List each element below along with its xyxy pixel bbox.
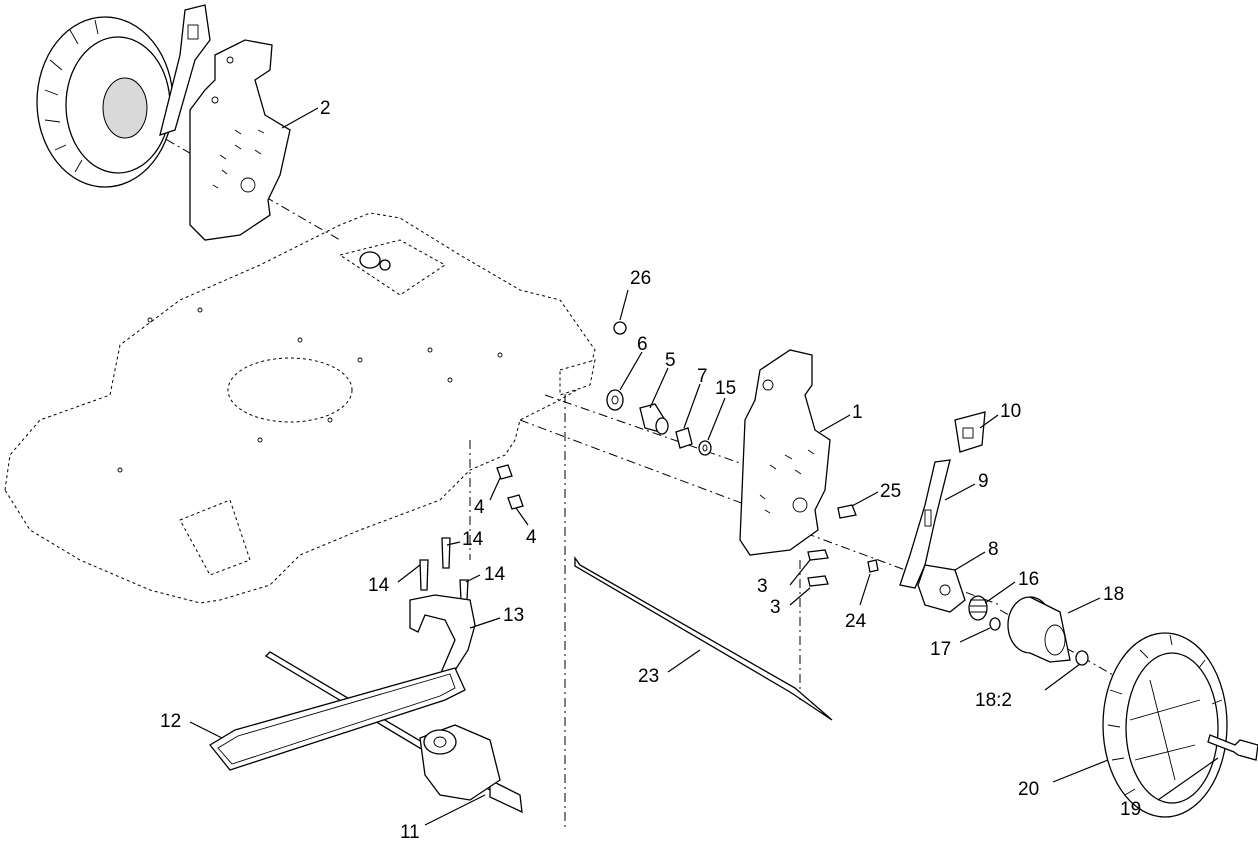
callout-18-2: 18:2 <box>975 690 1012 711</box>
callout-24: 24 <box>845 611 867 632</box>
callout-8: 8 <box>988 539 999 560</box>
bolts-3 <box>807 549 829 587</box>
callout-18: 18 <box>1103 584 1124 605</box>
spacer-7 <box>675 427 693 449</box>
callout-9: 9 <box>978 471 989 492</box>
callout-1: 1 <box>852 402 863 423</box>
callout-labels: 2 26 6 5 7 15 1 10 9 25 8 16 18 17 18:2 … <box>160 98 1141 843</box>
callout-25: 25 <box>880 481 901 502</box>
callout-4b: 4 <box>526 527 537 548</box>
callout-2: 2 <box>320 98 331 119</box>
wheel-bracket-left <box>189 39 291 241</box>
transmission-housing <box>419 724 501 801</box>
bushing-6 <box>606 389 624 411</box>
rear-axle-23 <box>574 555 833 721</box>
bolt-25 <box>837 504 857 519</box>
callout-13: 13 <box>503 605 524 626</box>
pivot-plate-8 <box>917 564 966 613</box>
callout-16: 16 <box>1018 569 1039 590</box>
callout-15: 15 <box>715 378 736 399</box>
washer-15 <box>698 440 712 456</box>
deck-pivot-bracket <box>359 251 391 271</box>
wheel-bracket-right <box>739 349 831 556</box>
nut-26 <box>613 321 627 335</box>
hub-cap-18 <box>1007 596 1071 663</box>
callout-5: 5 <box>665 350 676 371</box>
wheel-bolt-19 <box>1207 734 1258 761</box>
callout-14b: 14 <box>368 575 390 596</box>
leader-lines <box>189 107 1219 826</box>
nuts-4 <box>496 464 524 510</box>
callout-20: 20 <box>1018 779 1039 800</box>
callout-17: 17 <box>930 639 951 660</box>
drive-belt-12 <box>209 667 466 771</box>
callout-10: 10 <box>1000 401 1021 422</box>
rear-wheel-left <box>36 16 174 188</box>
callout-26: 26 <box>630 268 651 289</box>
callout-23: 23 <box>638 666 659 687</box>
mower-deck-outline <box>4 212 596 604</box>
belt-cover-13 <box>409 594 476 679</box>
adjust-lever-9 <box>899 459 951 589</box>
washer-18-2 <box>1075 650 1089 666</box>
callout-6: 6 <box>637 334 648 355</box>
callout-11: 11 <box>400 822 420 843</box>
screw-24 <box>867 559 879 573</box>
callout-14c: 14 <box>484 564 506 585</box>
callout-7: 7 <box>697 366 708 387</box>
deck-side-mount <box>559 359 596 396</box>
washer-17 <box>989 617 1001 631</box>
callout-14a: 14 <box>462 529 484 550</box>
gear-16 <box>968 595 988 621</box>
screws-14 <box>419 537 469 601</box>
rear-wheel-right <box>1102 632 1228 818</box>
callout-12: 12 <box>160 711 181 732</box>
callout-4a: 4 <box>474 497 485 518</box>
callout-19: 19 <box>1120 799 1141 820</box>
bushing-stack <box>606 321 712 456</box>
callout-3a: 3 <box>757 576 768 597</box>
bushing-5 <box>639 403 669 435</box>
height-adjust-handle-right <box>954 411 986 453</box>
height-adjust-handle-left <box>159 4 211 136</box>
callout-3b: 3 <box>770 597 781 618</box>
